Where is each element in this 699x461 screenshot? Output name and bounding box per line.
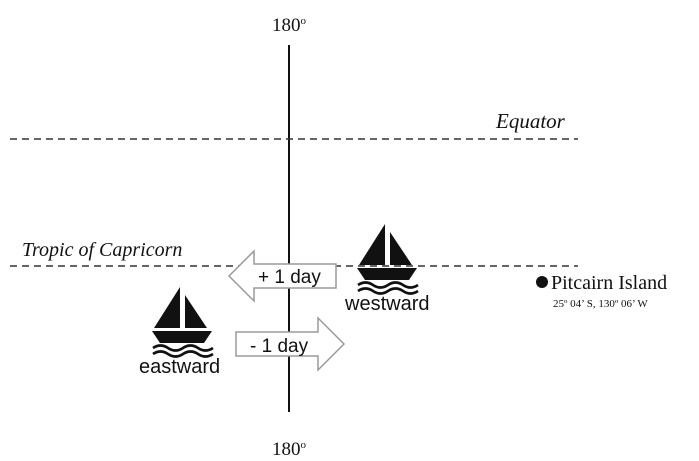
- meridian-top-label: 180o: [272, 15, 307, 36]
- pitcairn-island-coordinates: 25º 04’ S, 130º 06’ W: [553, 298, 648, 310]
- westward-sailboat-icon: [357, 224, 419, 295]
- plus-one-day-label: + 1 day: [258, 267, 321, 288]
- equator-label: Equator: [495, 109, 566, 133]
- pitcairn-island-marker: [536, 276, 548, 288]
- minus-one-day-arrow: [235, 316, 346, 372]
- eastward-sailboat-icon: [152, 287, 214, 358]
- meridian-bottom-label: 180o: [272, 439, 307, 460]
- eastward-label: eastward: [139, 356, 220, 378]
- pitcairn-island-label: Pitcairn Island: [551, 272, 667, 294]
- minus-one-day-label: - 1 day: [250, 336, 309, 357]
- tropic-of-capricorn-label: Tropic of Capricorn: [22, 239, 182, 261]
- westward-label: westward: [344, 293, 429, 315]
- plus-one-day-arrow: [227, 249, 337, 303]
